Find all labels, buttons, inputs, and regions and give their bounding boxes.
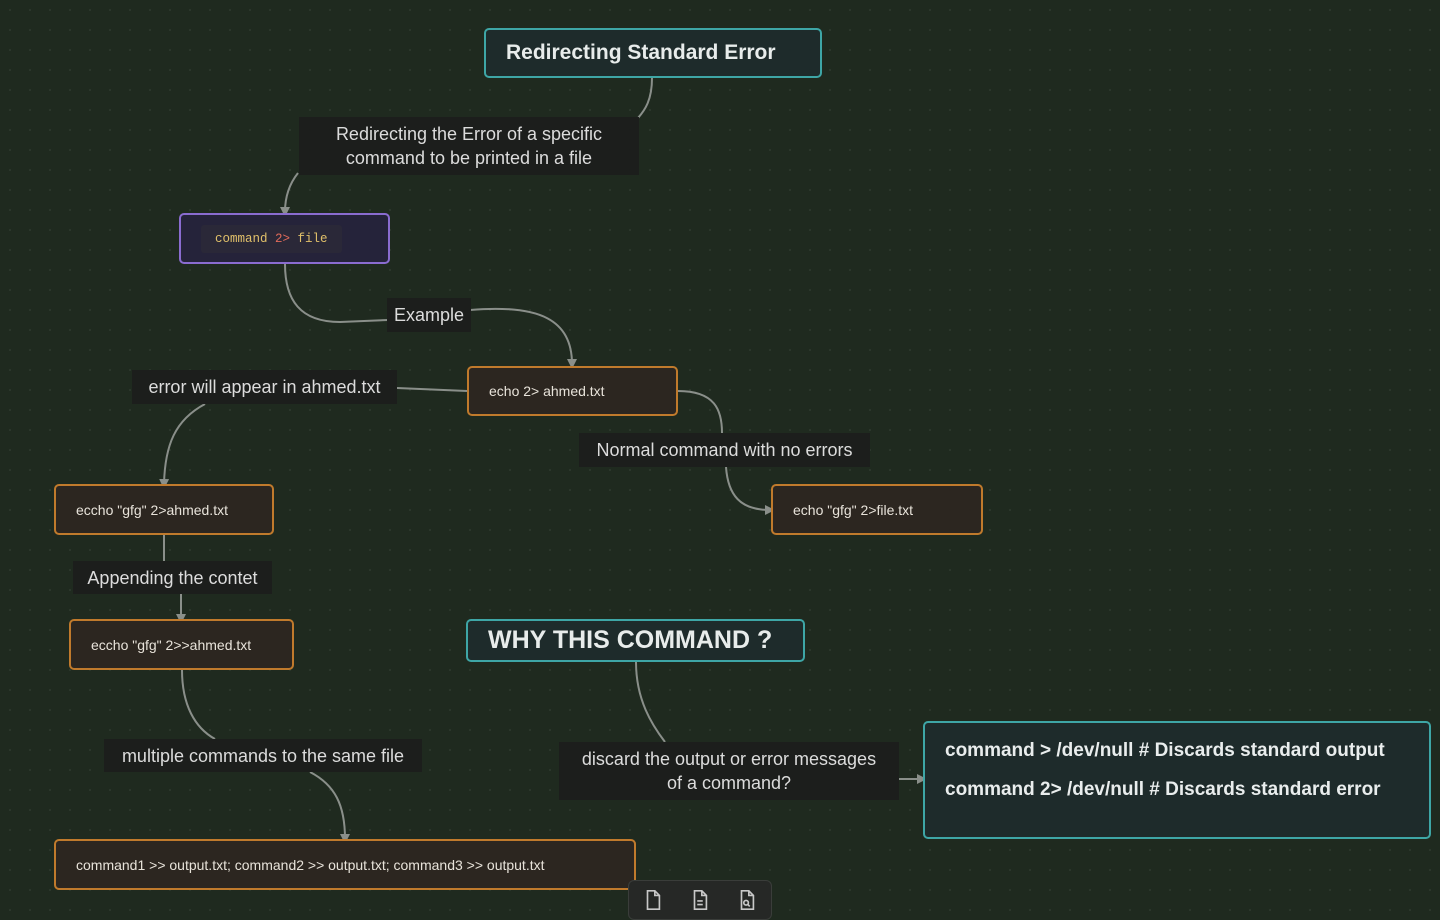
edge-example-to-echo xyxy=(469,307,577,369)
edge-title-to-specific xyxy=(637,77,653,119)
node-title-text: Redirecting Standard Error xyxy=(506,41,776,64)
edge-normallabel-to-echofile xyxy=(725,466,775,515)
edge-multiple-to-multicmd xyxy=(309,771,350,844)
node-echo-ahmed[interactable]: echo 2> ahmed.txt xyxy=(467,366,678,416)
edge-specific-to-command xyxy=(280,172,299,217)
node-text: command1 >> output.txt; command2 >> outp… xyxy=(76,856,545,873)
node-dev-null[interactable]: command > /dev/null # Discards standard … xyxy=(923,721,1431,839)
edge-label-normal-command: Normal command with no errors xyxy=(579,433,870,467)
edge-label-multiple: multiple commands to the same file xyxy=(104,739,422,772)
node-title-text: WHY THIS COMMAND ? xyxy=(488,626,773,654)
node-eccho-append[interactable]: eccho "gfg" 2>>ahmed.txt xyxy=(69,619,294,670)
devnull-line-stdout: command > /dev/null # Discards standard … xyxy=(945,740,1385,761)
file-search-icon[interactable] xyxy=(736,889,758,911)
node-text: echo 2> ahmed.txt xyxy=(489,383,605,399)
node-text: eccho "gfg" 2>>ahmed.txt xyxy=(91,636,252,653)
node-command-code[interactable]: command 2> file xyxy=(179,213,390,264)
edge-label-discard: discard the output or error messages of … xyxy=(559,742,899,800)
edge-label-appending: Appending the contet xyxy=(73,561,272,594)
node-why-this-command[interactable]: WHY THIS COMMAND ? xyxy=(466,619,805,662)
edge-append-to-multiple xyxy=(181,669,216,740)
node-eccho-gfg[interactable]: eccho "gfg" 2>ahmed.txt xyxy=(54,484,274,535)
code-token-operator: 2> xyxy=(267,232,298,246)
node-text: eccho "gfg" 2>ahmed.txt xyxy=(76,501,228,518)
devnull-line-stderr: command 2> /dev/null # Discards standard… xyxy=(945,779,1381,800)
edge-label-example: Example xyxy=(387,298,471,332)
node-text: echo "gfg" 2>file.txt xyxy=(793,501,914,518)
edge-label-specific-error: Redirecting the Error of a specific comm… xyxy=(299,117,639,175)
code-token-command: command xyxy=(215,232,268,246)
node-redirecting-standard-error[interactable]: Redirecting Standard Error xyxy=(484,28,822,78)
edge-errorlabel-to-eccho xyxy=(159,403,206,489)
edge-echo-to-errorlabel xyxy=(396,387,468,392)
file-icon[interactable] xyxy=(642,889,664,911)
file-text-icon[interactable] xyxy=(689,889,711,911)
node-echo-gfg-file[interactable]: echo "gfg" 2>file.txt xyxy=(771,484,983,535)
edge-echo-to-normallabel xyxy=(677,390,723,434)
edge-command-to-example xyxy=(284,263,389,324)
code-token-file: file xyxy=(297,232,328,246)
canvas-toolbar xyxy=(628,880,772,920)
code-snippet: command 2> file xyxy=(201,225,342,253)
edge-label-error-appear: error will appear in ahmed.txt xyxy=(132,370,397,404)
edge-why-to-discard xyxy=(635,661,666,743)
node-multiple-commands[interactable]: command1 >> output.txt; command2 >> outp… xyxy=(54,839,636,890)
